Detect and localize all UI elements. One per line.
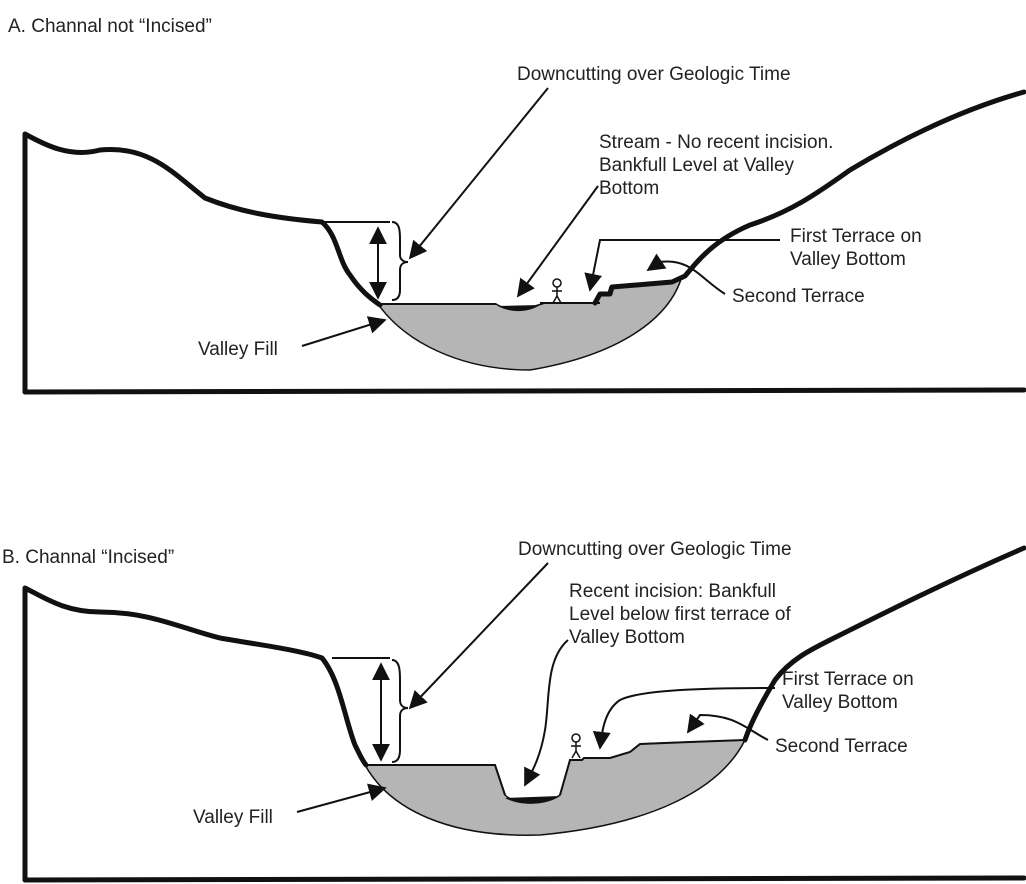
panel-a-stream <box>498 305 540 312</box>
panel-b-downcutting-leader <box>408 562 549 710</box>
panel-b-valley-fill-leader <box>296 783 387 813</box>
panel-b-valley-fill-area <box>363 739 747 836</box>
panel-b-ground-surface <box>22 545 1026 883</box>
panel-b-incision-label-1: Recent incision: Bankfull <box>569 581 776 602</box>
panel-a-ground-surface <box>22 89 1026 395</box>
panel-a-valley-fill-area <box>376 274 684 371</box>
panel-a: A. Channal not “Incised” Downcutting ove… <box>8 16 1026 395</box>
panel-b-first-terrace-label-2: Valley Bottom <box>782 692 898 713</box>
panel-b-first-terrace-label-1: First Terrace on <box>782 669 914 690</box>
panel-a-valley-fill-leader <box>301 316 387 347</box>
panel-b-floodplain-line <box>366 739 746 796</box>
panel-b-title: B. Channal “Incised” <box>2 547 174 568</box>
panel-a-first-terrace-label-1: First Terrace on <box>790 226 922 247</box>
panel-b-base-line <box>22 875 1026 883</box>
panel-b-stream <box>505 796 560 804</box>
panel-a-title: A. Channal not “Incised” <box>8 16 212 37</box>
panel-a-base-line <box>22 387 1026 395</box>
panel-a-stream-label-2: Bankfull Level at Valley <box>599 155 795 176</box>
panel-b-second-terrace-leader <box>686 713 769 741</box>
panel-b-second-terrace-label: Second Terrace <box>775 736 908 757</box>
panel-b-brace <box>391 659 409 763</box>
panel-a-stream-leader <box>516 185 599 298</box>
panel-a-brace <box>391 221 409 301</box>
panel-a-valley-fill-label: Valley Fill <box>198 339 278 360</box>
panel-b-incision-label-2: Level below first terrace of <box>569 604 791 625</box>
panel-a-stream-label-1: Stream - No recent incision. <box>599 132 833 153</box>
panel-b-downcutting-label: Downcutting over Geologic Time <box>518 539 792 560</box>
panel-a-downcutting-label: Downcutting over Geologic Time <box>517 64 791 85</box>
panel-b-incision-label-3: Valley Bottom <box>569 627 685 648</box>
panel-a-downcutting-leader <box>408 87 549 260</box>
panel-b-person-icon <box>571 733 581 759</box>
panel-b-valley-fill-label: Valley Fill <box>193 807 273 828</box>
panel-a-first-terrace-label-2: Valley Bottom <box>790 249 906 270</box>
panel-a-second-terrace-label: Second Terrace <box>732 286 865 307</box>
panel-a-stream-label-3: Bottom <box>599 178 659 199</box>
panel-a-floodplain-line <box>378 302 600 305</box>
panel-a-second-terrace-leader <box>646 253 726 295</box>
panel-a-first-terrace-leader <box>584 239 780 292</box>
panel-b-first-terrace-leader <box>592 687 776 750</box>
panel-a-person-icon <box>552 278 562 304</box>
panel-b-incision-leader <box>524 639 569 787</box>
panel-b: B. Channal “Incised” Downcutting over Ge… <box>2 539 1026 883</box>
